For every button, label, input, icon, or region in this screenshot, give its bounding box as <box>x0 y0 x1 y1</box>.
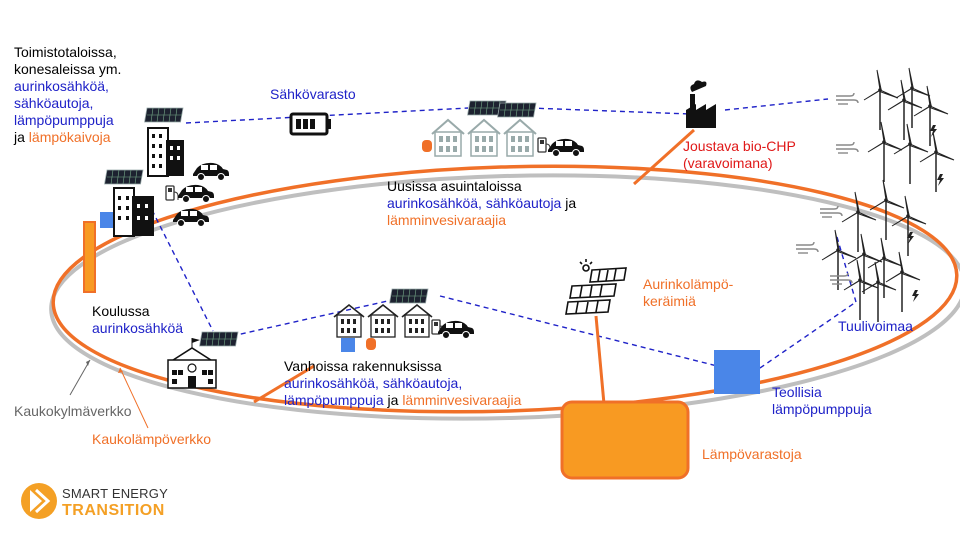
district-heating-label: Kaukolämpöverkko <box>92 431 212 447</box>
school-label: Koulussa aurinkosähköä <box>92 303 183 337</box>
car-icon <box>177 184 215 203</box>
house-icon <box>431 119 465 157</box>
solar-thermal-label: Aurinkolämpö- keräimiä <box>643 276 733 310</box>
wind-label: Tuulivoimaa <box>838 318 913 334</box>
offices-line6-orange: lämpökaivoja <box>28 129 111 145</box>
offices-line3: aurinkosähköä, <box>14 78 109 94</box>
heat-storage-icon <box>83 221 96 293</box>
offices-line2: konesaleissa ym. <box>14 61 122 77</box>
heat-storage-icon <box>560 400 690 480</box>
offices-label: Toimistotaloissa, konesaleissa ym. aurin… <box>14 44 121 146</box>
industrial-hp-line1: Teollisia <box>772 384 822 400</box>
old-buildings-line3-blue: lämpöpumppuja <box>284 392 384 408</box>
ev-charger-icon <box>165 185 179 201</box>
car-icon <box>172 208 210 227</box>
old-buildings-line3-orange: lämminvesivaraajia <box>402 392 522 408</box>
heat-pump-icon <box>341 338 355 352</box>
district-cooling-network <box>49 173 960 421</box>
district-cooling-label: Kaukokylmäverkko <box>14 403 132 419</box>
wind-gust-icon <box>835 92 859 105</box>
offices-line1: Toimistotaloissa, <box>14 44 117 60</box>
bio-chp-line1: Joustava bio-CHP <box>683 138 796 154</box>
storage-electric-label: Sähkövarasto <box>270 86 356 102</box>
hot-water-tank-icon <box>422 140 432 152</box>
offices-line6-prefix: ja <box>14 129 29 145</box>
wind-turbine-icon <box>821 179 927 323</box>
wind-turbine-icon <box>863 67 955 193</box>
district-heating-network <box>51 164 959 414</box>
school-icon <box>167 331 239 389</box>
logo-line1: SMART ENERGY <box>62 486 168 501</box>
old-buildings-line1: Vanhoissa rakennuksissa <box>284 358 442 374</box>
new-housing-line3: lämminvesivaraajia <box>387 212 507 228</box>
electric-links <box>151 98 857 370</box>
new-housing-line2-blue: aurinkosähköä, sähköautoja <box>387 195 562 211</box>
car-icon <box>192 162 230 181</box>
logo-line2: TRANSITION <box>62 502 165 519</box>
new-housing-label: Uusissa asuintaloissa aurinkosähköä, säh… <box>387 178 576 229</box>
bio-chp-line2: (varavoimana) <box>683 155 773 171</box>
solar-collector-icon <box>565 259 627 315</box>
old-buildings-label: Vanhoissa rakennuksissa aurinkosähköä, s… <box>284 358 521 409</box>
logo-icon <box>21 483 57 519</box>
heat-links <box>253 128 696 405</box>
school-line2: aurinkosähköä <box>92 320 184 336</box>
offices-line4: sähköautoja, <box>14 95 94 111</box>
new-housing-line1: Uusissa asuintaloissa <box>387 178 522 194</box>
old-buildings-line3-mid: ja <box>383 392 403 408</box>
heat-storage-label: Lämpövarastoja <box>702 446 802 462</box>
old-buildings-line2: aurinkosähköä, sähköautoja, <box>284 375 463 391</box>
office-building-icon <box>104 107 184 237</box>
industrial-hp-line2: lämpöpumppuja <box>772 401 872 417</box>
factory-icon <box>686 80 716 128</box>
new-housing-line2-suffix: ja <box>561 195 577 211</box>
offices-line5: lämpöpumppuja <box>14 112 114 128</box>
logo: SMART ENERGY TRANSITION <box>62 485 168 519</box>
battery-icon <box>289 112 331 136</box>
industrial-hp-label: Teollisia lämpöpumppuja <box>772 384 872 418</box>
heat-pump-icon <box>714 350 760 394</box>
school-line1: Koulussa <box>92 303 150 319</box>
solar-thermal-line2: keräimiä <box>643 293 696 309</box>
solar-thermal-line1: Aurinkolämpö- <box>643 276 734 292</box>
heat-pump-icon <box>100 212 114 228</box>
bio-chp-label: Joustava bio-CHP (varavoimana) <box>683 138 796 172</box>
